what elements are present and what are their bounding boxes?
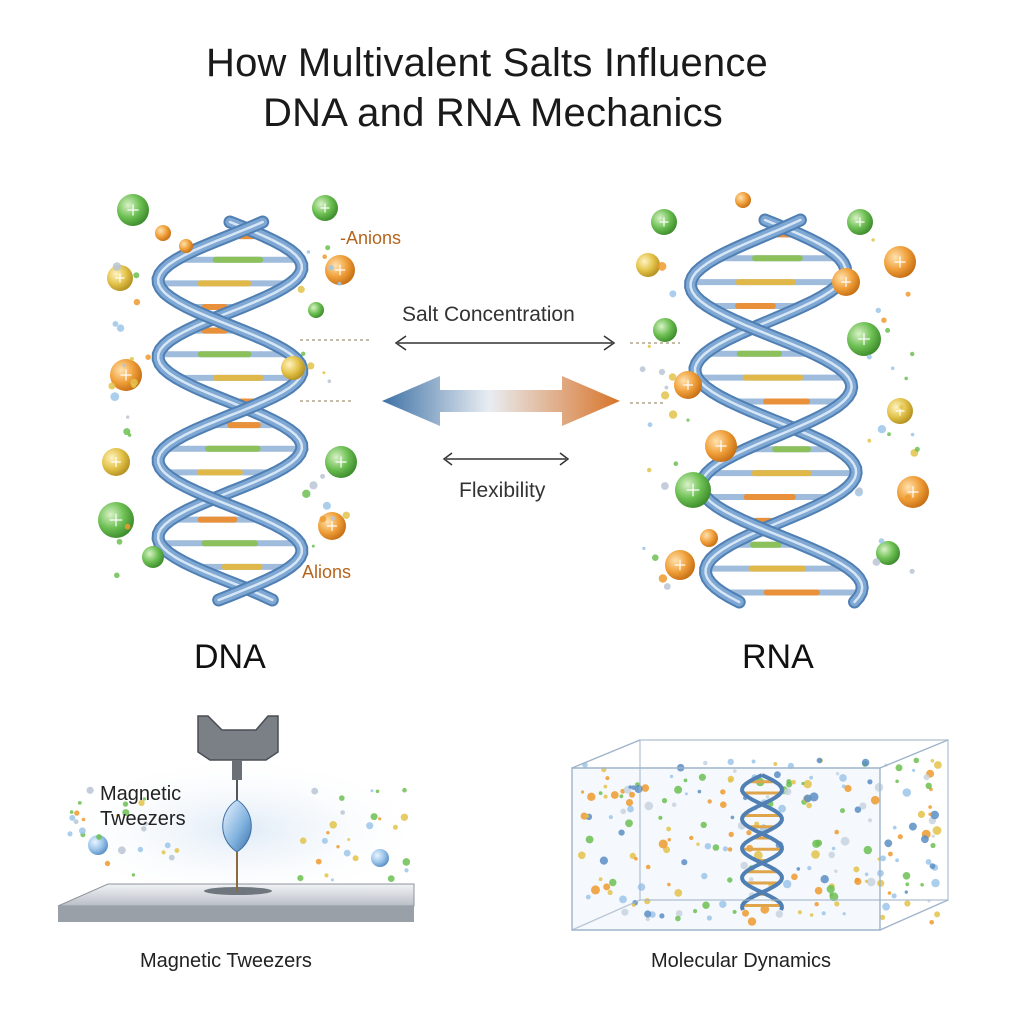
page-title: How Multivalent Salts Influence DNA and …: [0, 38, 1024, 138]
dna-rna-gradient-arrow: [382, 376, 620, 426]
molecular-dynamics-caption: Molecular Dynamics: [651, 950, 832, 972]
dna-ion-cloud: [98, 194, 357, 579]
anions-label: -Anions: [340, 228, 402, 248]
title-line-2: DNA and RNA Mechanics: [263, 91, 723, 135]
title-line-1: How Multivalent Salts Influence: [205, 41, 769, 85]
flexibility-arrow: [442, 452, 570, 466]
flexibility-label: Flexibility: [459, 479, 546, 502]
magnetic-tweezers-caption: Magnetic Tweezers: [140, 950, 312, 972]
salt-concentration-label: Salt Concentration: [402, 303, 575, 326]
magnetic-tweezers-inline-label: Magnetic Tweezers: [100, 783, 186, 830]
dna-double-helix: [151, 215, 309, 607]
magnetic-tweezers-illustration: [50, 715, 430, 922]
alions-label: Alions: [302, 562, 352, 582]
magnet-icon: [197, 715, 279, 761]
rna-label: RNA: [742, 638, 814, 676]
dna-label: DNA: [194, 638, 266, 676]
molecular-dynamics-box: [571, 739, 949, 931]
rna-ion-cloud: [636, 192, 929, 590]
salt-concentration-arrow: [394, 335, 616, 351]
